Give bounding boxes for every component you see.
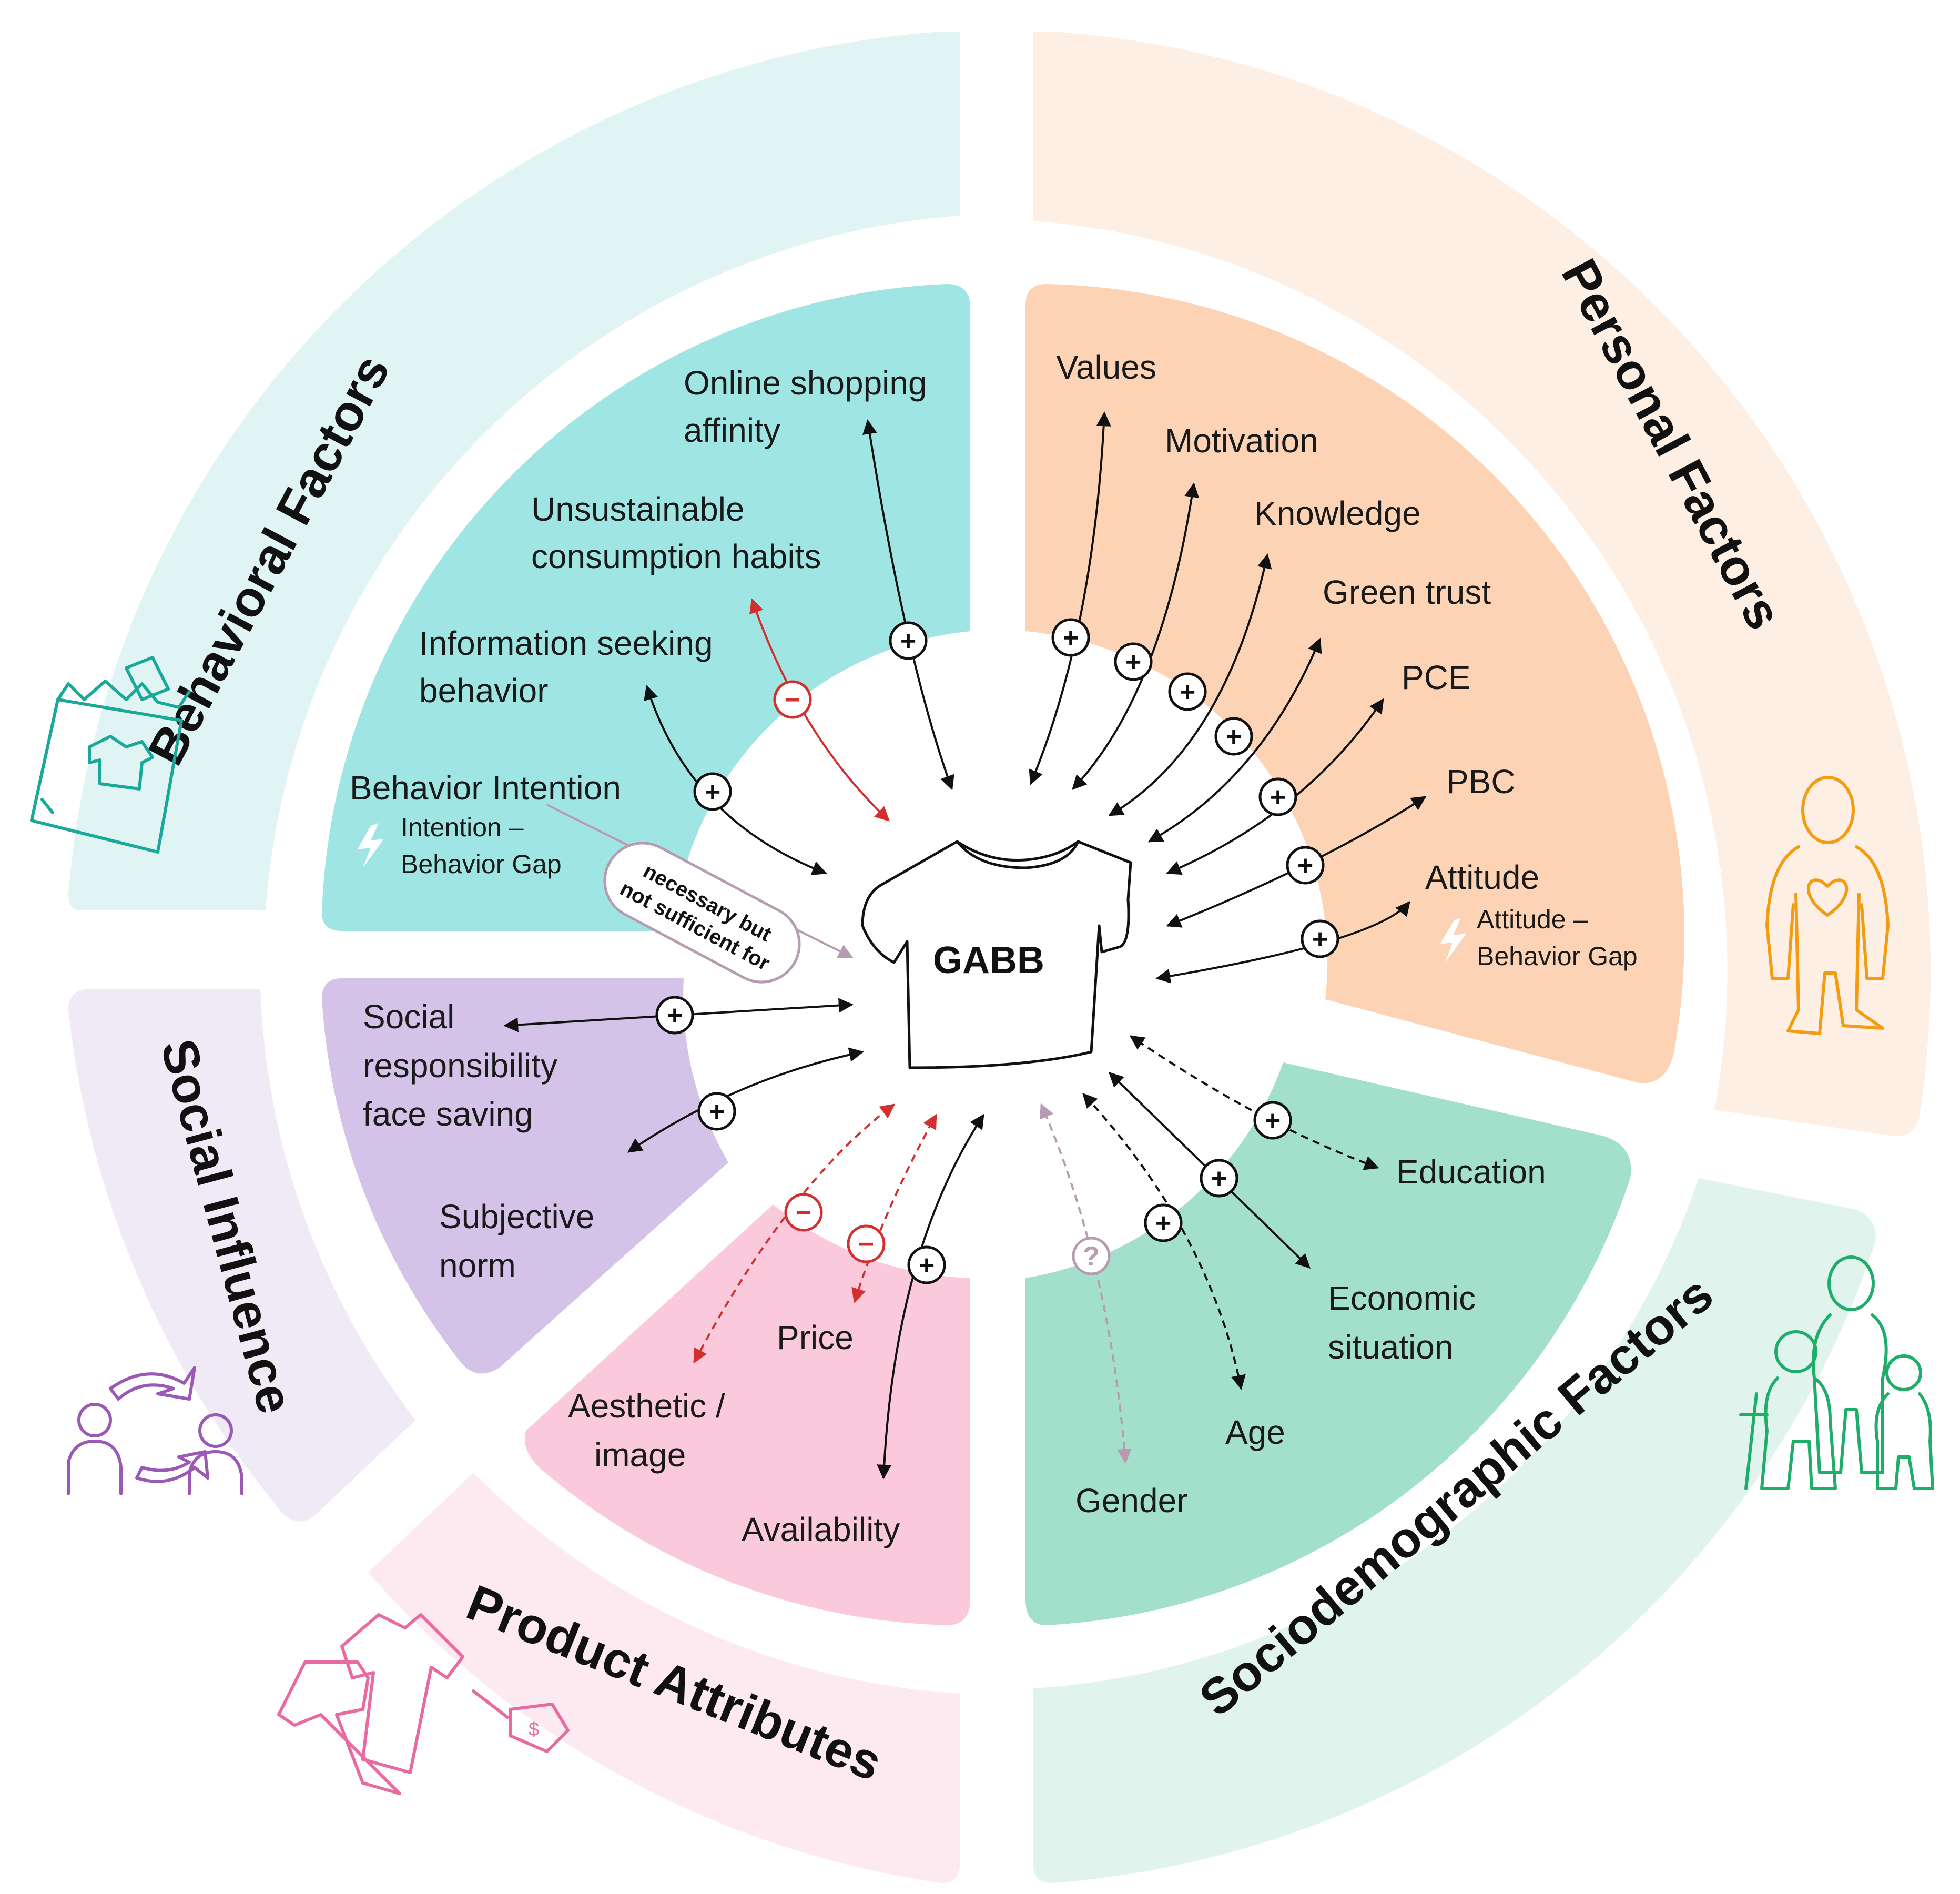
social-responsibility-label-2: responsibility [363, 1047, 557, 1085]
social-outer-band [68, 989, 415, 1522]
minus-badge: − [773, 680, 812, 719]
tshirt-price-tag-icon: $ [277, 1613, 570, 1795]
knowledge-label: Knowledge [1254, 494, 1421, 532]
subjective-norm-label: Subjective [439, 1198, 594, 1235]
attitude-gap-label: Attitude – [1477, 905, 1588, 934]
personal-outer-band [1033, 32, 1931, 1137]
svg-text:+: + [919, 1250, 935, 1281]
education-label: Education [1396, 1153, 1546, 1191]
gender-label: Gender [1075, 1482, 1187, 1520]
intention-gap-label-2: Behavior Gap [401, 849, 562, 879]
sociodemographic-outer-band [1033, 1178, 1876, 1883]
subjective-norm-label-2: norm [439, 1247, 516, 1284]
svg-text:?: ? [1083, 1241, 1100, 1272]
plus-badge: + [889, 621, 928, 660]
plus-badge: + [1286, 846, 1325, 885]
social-responsibility-label: Social [363, 998, 454, 1036]
people-cycle-icon [67, 1366, 243, 1495]
intention-gap-label: Intention – [401, 813, 524, 842]
minus-badge: − [847, 1224, 886, 1263]
plus-badge: + [1168, 672, 1207, 711]
social-responsibility-label-3: face saving [363, 1095, 533, 1133]
svg-text:+: + [1226, 722, 1242, 752]
behavior-intention-label: Behavior Intention [350, 769, 621, 807]
svg-text:−: − [785, 685, 800, 715]
plus-badge: + [1301, 919, 1339, 958]
plus-badge: + [907, 1245, 946, 1284]
center-tshirt-icon [861, 840, 1132, 1069]
svg-text:+: + [1211, 1163, 1227, 1194]
social-inner-segment [322, 978, 728, 1374]
information-seeking-label: Information seeking [419, 624, 713, 662]
economic-situation-label: Economic [1328, 1279, 1476, 1317]
plus-badge: + [697, 1092, 736, 1131]
product-outer-band [368, 1473, 960, 1883]
svg-text:+: + [1180, 677, 1195, 707]
availability-label: Availability [742, 1511, 900, 1548]
price-label: Price [777, 1319, 854, 1356]
behavioral-outer-band [68, 32, 960, 910]
outer-ring [68, 32, 1931, 1883]
svg-text:+: + [1297, 850, 1313, 881]
attitude-gap-label-2: Behavior Gap [1477, 941, 1638, 971]
svg-text:+: + [1270, 782, 1286, 813]
shopping-bag-icon [30, 656, 191, 854]
economic-situation-label-2: situation [1328, 1328, 1453, 1366]
svg-text:+: + [1063, 623, 1079, 653]
unsustainable-label-2: consumption habits [531, 538, 821, 575]
plus-badge: + [1051, 618, 1090, 657]
sign-badges: + − + + + + + + + + + + − − + ? + + + [655, 618, 1339, 1284]
lightning-icon [358, 823, 384, 868]
svg-text:+: + [667, 1000, 683, 1031]
plus-badge: + [1253, 1101, 1292, 1140]
svg-text:+: + [1125, 647, 1141, 677]
plus-badge: + [693, 772, 732, 811]
unsustainable-label: Unsustainable [531, 490, 745, 528]
necessary-but-not-sufficient-pill: necessary but not sufficient for [603, 842, 801, 984]
family-icon [1739, 1255, 1934, 1490]
green-trust-label: Green trust [1323, 573, 1491, 611]
minus-badge: − [784, 1193, 823, 1232]
svg-text:+: + [1265, 1106, 1281, 1136]
online-shopping-label-2: affinity [684, 411, 780, 449]
svg-text:−: − [858, 1229, 874, 1260]
aesthetic-label-2: image [594, 1436, 686, 1474]
person-heart-icon [1765, 776, 1890, 1035]
age-label: Age [1225, 1413, 1285, 1451]
gabb-label: GABB [933, 939, 1044, 981]
pce-label: PCE [1402, 659, 1471, 696]
attitude-label: Attitude [1425, 858, 1539, 896]
lightning-icon [1440, 918, 1466, 963]
svg-text:$: $ [529, 1718, 539, 1740]
pbc-label: PBC [1446, 763, 1516, 801]
aesthetic-label: Aesthetic / [568, 1387, 725, 1425]
svg-text:−: − [796, 1198, 811, 1228]
plus-badge: + [1258, 777, 1297, 816]
plus-badge: + [1114, 642, 1153, 681]
plus-badge: + [1144, 1203, 1183, 1242]
question-badge: ? [1072, 1237, 1111, 1275]
plus-badge: + [1200, 1159, 1238, 1198]
plus-badge: + [655, 996, 694, 1035]
sociodemographic-inner-segment [1025, 1062, 1631, 1625]
behavioral-inner-segment [322, 284, 970, 931]
motivation-label: Motivation [1165, 422, 1318, 460]
svg-text:+: + [705, 777, 720, 807]
online-shopping-label: Online shopping [684, 364, 927, 402]
plus-badge: + [1214, 717, 1253, 756]
svg-text:+: + [1312, 924, 1328, 955]
svg-text:+: + [709, 1097, 725, 1127]
information-seeking-label-2: behavior [419, 672, 549, 710]
values-label: Values [1056, 348, 1156, 386]
svg-text:+: + [900, 626, 916, 656]
svg-text:+: + [1155, 1208, 1171, 1239]
